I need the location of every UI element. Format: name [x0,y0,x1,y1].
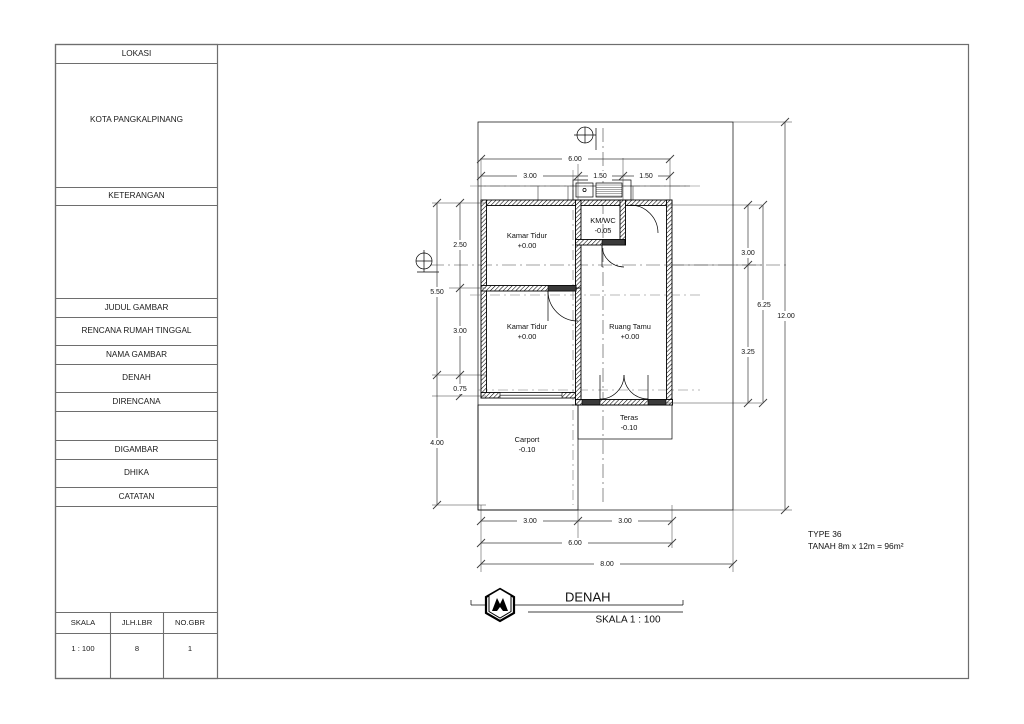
door-sill-front-left [581,399,601,406]
dim-bottom-mid-1: 6.00 [568,540,582,547]
dim-bottom-inner-1: 3.00 [523,518,537,525]
note-land: TANAH 8m x 12m = 96m² [808,541,904,551]
label-km-wc: KM/WC [590,216,616,225]
tb-skala-value: 1 : 100 [71,644,94,653]
dim-right-mid-1: 6.25 [757,302,771,309]
drawing-scale: SKALA 1 : 100 [595,615,660,626]
dim-bottom-inner-2: 3.00 [618,518,632,525]
dim-right-inner-1: 3.00 [741,250,755,257]
dimensions-left: 2.50 3.00 0.75 5.50 4.00 [425,198,486,510]
tb-nogbr-value: 1 [188,644,192,653]
door-swing-entry-side [629,204,659,234]
tb-jlhlbr-header: JLH.LBR [122,618,153,627]
dim-top-inner-2: 1.50 [593,173,607,180]
sink-drain-icon [582,188,587,192]
dim-left-outer-2: 4.00 [430,440,444,447]
dim-right-inner-2: 3.25 [741,349,755,356]
dim-top-inner-1: 3.00 [523,173,537,180]
tb-nogbr-header: NO.GBR [175,618,205,627]
dim-right-outer-1: 12.00 [777,313,795,320]
tb-judul-gambar-value: RENCANA RUMAH TINGGAL [82,326,192,335]
wall-exterior-right [666,199,673,406]
tb-direncana-header: DIRENCANA [112,397,161,406]
tb-skala-header: SKALA [71,618,96,627]
title-block: LOKASI KOTA PANGKALPINANG KETERANGAN JUD… [54,43,219,680]
label-carport-level: -0.10 [519,445,536,454]
dimensions-right: 3.00 3.25 6.25 12.00 [666,117,799,515]
door-swing-front-right [623,374,649,400]
plan-notes: TYPE 36 TANAH 8m x 12m = 96m² [808,529,904,551]
label-kamar-tidur-1-level: +0.00 [518,241,537,250]
dimensions-top: 6.00 3.00 1.50 1.50 [476,154,675,200]
drawing-title: DENAH [565,589,611,604]
mountain-hexagon-logo [484,587,516,623]
door-sill-bedroom-partition [547,285,577,292]
site-boundary [477,121,734,511]
door-sill-front-right [647,399,667,406]
label-teras: Teras [620,413,638,422]
label-km-wc-level: -0.05 [595,226,612,235]
door-swing-front-left [599,374,625,400]
wall-exterior-left [480,199,487,399]
sheet-border [54,43,970,680]
door-sill-bathroom [601,239,626,246]
tb-catatan-header: CATATAN [119,492,155,501]
tb-nama-gambar-header: NAMA GAMBAR [106,350,167,359]
dim-left-inner-3: 0.75 [453,386,467,393]
wall-spine-vertical [575,287,582,406]
section-marker-a-top [574,126,597,150]
dim-left-outer-1: 5.50 [430,289,444,296]
label-ruang-tamu-level: +0.00 [621,332,640,341]
tb-keterangan-header: KETERANGAN [108,191,165,200]
dimensions-bottom: 3.00 3.00 6.00 8.00 [476,505,738,572]
door-swing-bathroom [601,244,625,268]
tb-judul-gambar-header: JUDUL GAMBAR [105,303,169,312]
tb-digambar-value: DHIKA [124,468,150,477]
room-labels: Kamar Tidur +0.00 KM/WC -0.05 Kamar Tidu… [507,216,651,454]
dim-left-inner-2: 3.00 [453,328,467,335]
label-ruang-tamu: Ruang Tamu [609,322,651,331]
label-kamar-tidur-1: Kamar Tidur [507,231,548,240]
dim-top-inner-3: 1.50 [639,173,653,180]
label-kamar-tidur-2: Kamar Tidur [507,322,548,331]
label-carport: Carport [515,435,540,444]
tb-lokasi-value: KOTA PANGKALPINANG [90,115,183,124]
dim-bottom-outer-1: 8.00 [600,561,614,568]
wall-bath-right [619,199,626,246]
drawing-title-group: DENAH SKALA 1 : 100 [470,587,684,626]
dim-top-outer-6: 6.00 [568,156,582,163]
stove-fixture [595,182,623,198]
wall-bath-bottom [575,239,626,246]
sink-basin [575,182,594,198]
dim-left-inner-1: 2.50 [453,242,467,249]
floor-plan: Kamar Tidur +0.00 KM/WC -0.05 Kamar Tidu… [415,117,904,626]
note-type: TYPE 36 [808,529,842,539]
door-swing-bedroom-partition [547,290,579,322]
tb-lokasi-header: LOKASI [122,49,152,58]
label-teras-level: -0.10 [621,423,638,432]
tb-jlhlbr-value: 8 [135,644,139,653]
label-kamar-tidur-2-level: +0.00 [518,332,537,341]
tb-nama-gambar-value: DENAH [122,373,151,382]
carport-slab [477,404,579,511]
section-marker-b-left [415,250,439,273]
tb-digambar-header: DIGAMBAR [115,445,159,454]
